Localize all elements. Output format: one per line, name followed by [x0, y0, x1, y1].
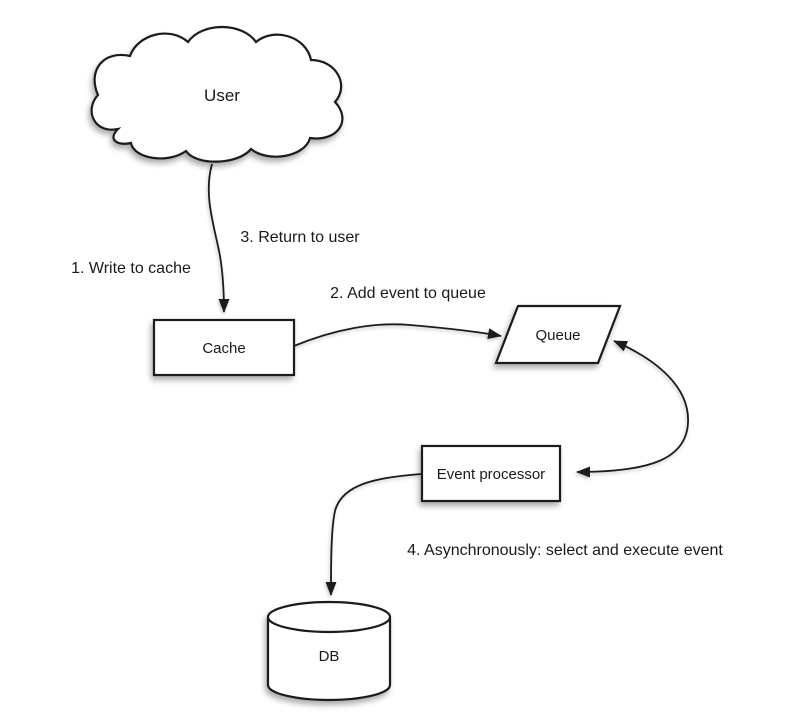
edge-user-to-cache — [207, 163, 230, 313]
node-user: User — [90, 25, 344, 163]
queue-shape — [494, 304, 622, 365]
cloud-shape — [90, 25, 344, 163]
db-cylinder-body — [266, 617, 392, 702]
edges — [207, 163, 689, 596]
event-processor-shape — [420, 444, 562, 503]
db-cylinder-top — [266, 600, 392, 634]
node-queue: Queue — [494, 304, 622, 365]
step1-label: 1. Write to cache — [71, 260, 191, 277]
event-processor-label: Event processor — [437, 466, 545, 483]
edge-queue-event-processor — [576, 340, 689, 478]
user-label: User — [204, 86, 240, 105]
step3-label: 3. Return to user — [240, 229, 360, 246]
cache-label: Cache — [202, 340, 245, 357]
queue-label: Queue — [535, 327, 580, 344]
node-db: DB — [266, 600, 392, 702]
db-label: DB — [319, 648, 340, 665]
cache-shape — [152, 318, 296, 377]
edge-event-processor-to-db — [325, 473, 423, 596]
step2-label: 2. Add event to queue — [330, 285, 486, 302]
step-labels: 1. Write to cache 2. Add event to queue … — [71, 229, 723, 559]
node-cache: Cache — [152, 318, 296, 377]
nodes: User Cache Queue Event processor DB — [90, 25, 622, 702]
node-event-processor: Event processor — [420, 444, 562, 503]
edge-cache-to-queue — [293, 323, 502, 347]
step4-label: 4. Asynchronously: select and execute ev… — [407, 542, 723, 559]
